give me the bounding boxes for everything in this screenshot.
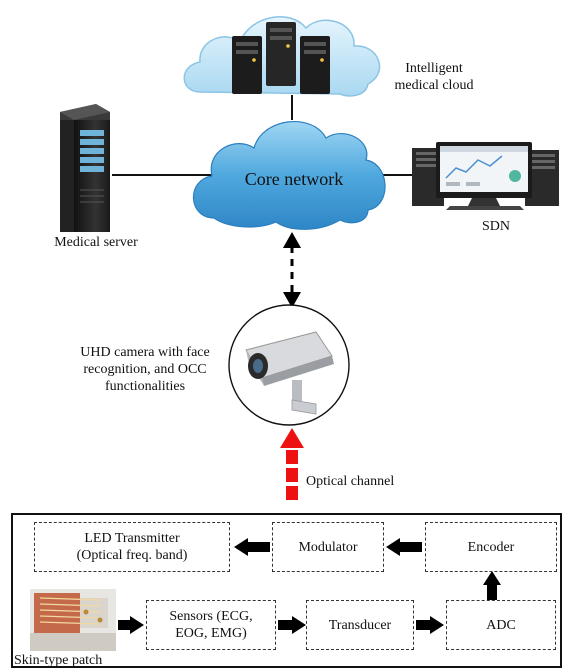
- core-camera-arrow: [283, 232, 301, 308]
- optical-channel-arrow: [280, 428, 304, 500]
- led-transmitter-block: LED Transmitter (Optical freq. band): [34, 522, 230, 572]
- encoder-to-modulator-arrow: [386, 538, 422, 556]
- core-network-cloud-icon: [192, 121, 386, 230]
- skin-patch-label: Skin-type patch: [14, 653, 103, 668]
- adc-to-encoder-arrow: [483, 571, 501, 601]
- transducer-block: Transducer: [306, 600, 414, 650]
- modulator-block: Modulator: [272, 522, 384, 572]
- patch-to-sensors-arrow: [118, 616, 144, 634]
- wearable-system-frame: [11, 513, 562, 668]
- core-network-label: Core network: [244, 169, 344, 189]
- sensors-to-transducer-arrow: [278, 616, 306, 634]
- uhd-camera-icon: [245, 331, 334, 415]
- sdn-label: SDN: [481, 219, 510, 234]
- adc-block: ADC: [446, 600, 556, 650]
- medical-server-icon: [60, 104, 110, 232]
- camera-label: UHD camera with face recognition, and OC…: [80, 345, 210, 394]
- optical-channel-label: Optical channel: [306, 474, 395, 489]
- sdn-workstation-icon: [412, 142, 559, 210]
- skin-patch-icon: [30, 589, 116, 651]
- cloud-server-rack-icon: [232, 22, 330, 94]
- medical-server-label: Medical server: [54, 235, 138, 250]
- encoder-block: Encoder: [425, 522, 557, 572]
- medical-cloud-label: Intelligent medical cloud: [394, 61, 474, 93]
- transducer-to-adc-arrow: [416, 616, 444, 634]
- sensors-block: Sensors (ECG, EOG, EMG): [146, 600, 276, 650]
- modulator-to-led-arrow: [234, 538, 270, 556]
